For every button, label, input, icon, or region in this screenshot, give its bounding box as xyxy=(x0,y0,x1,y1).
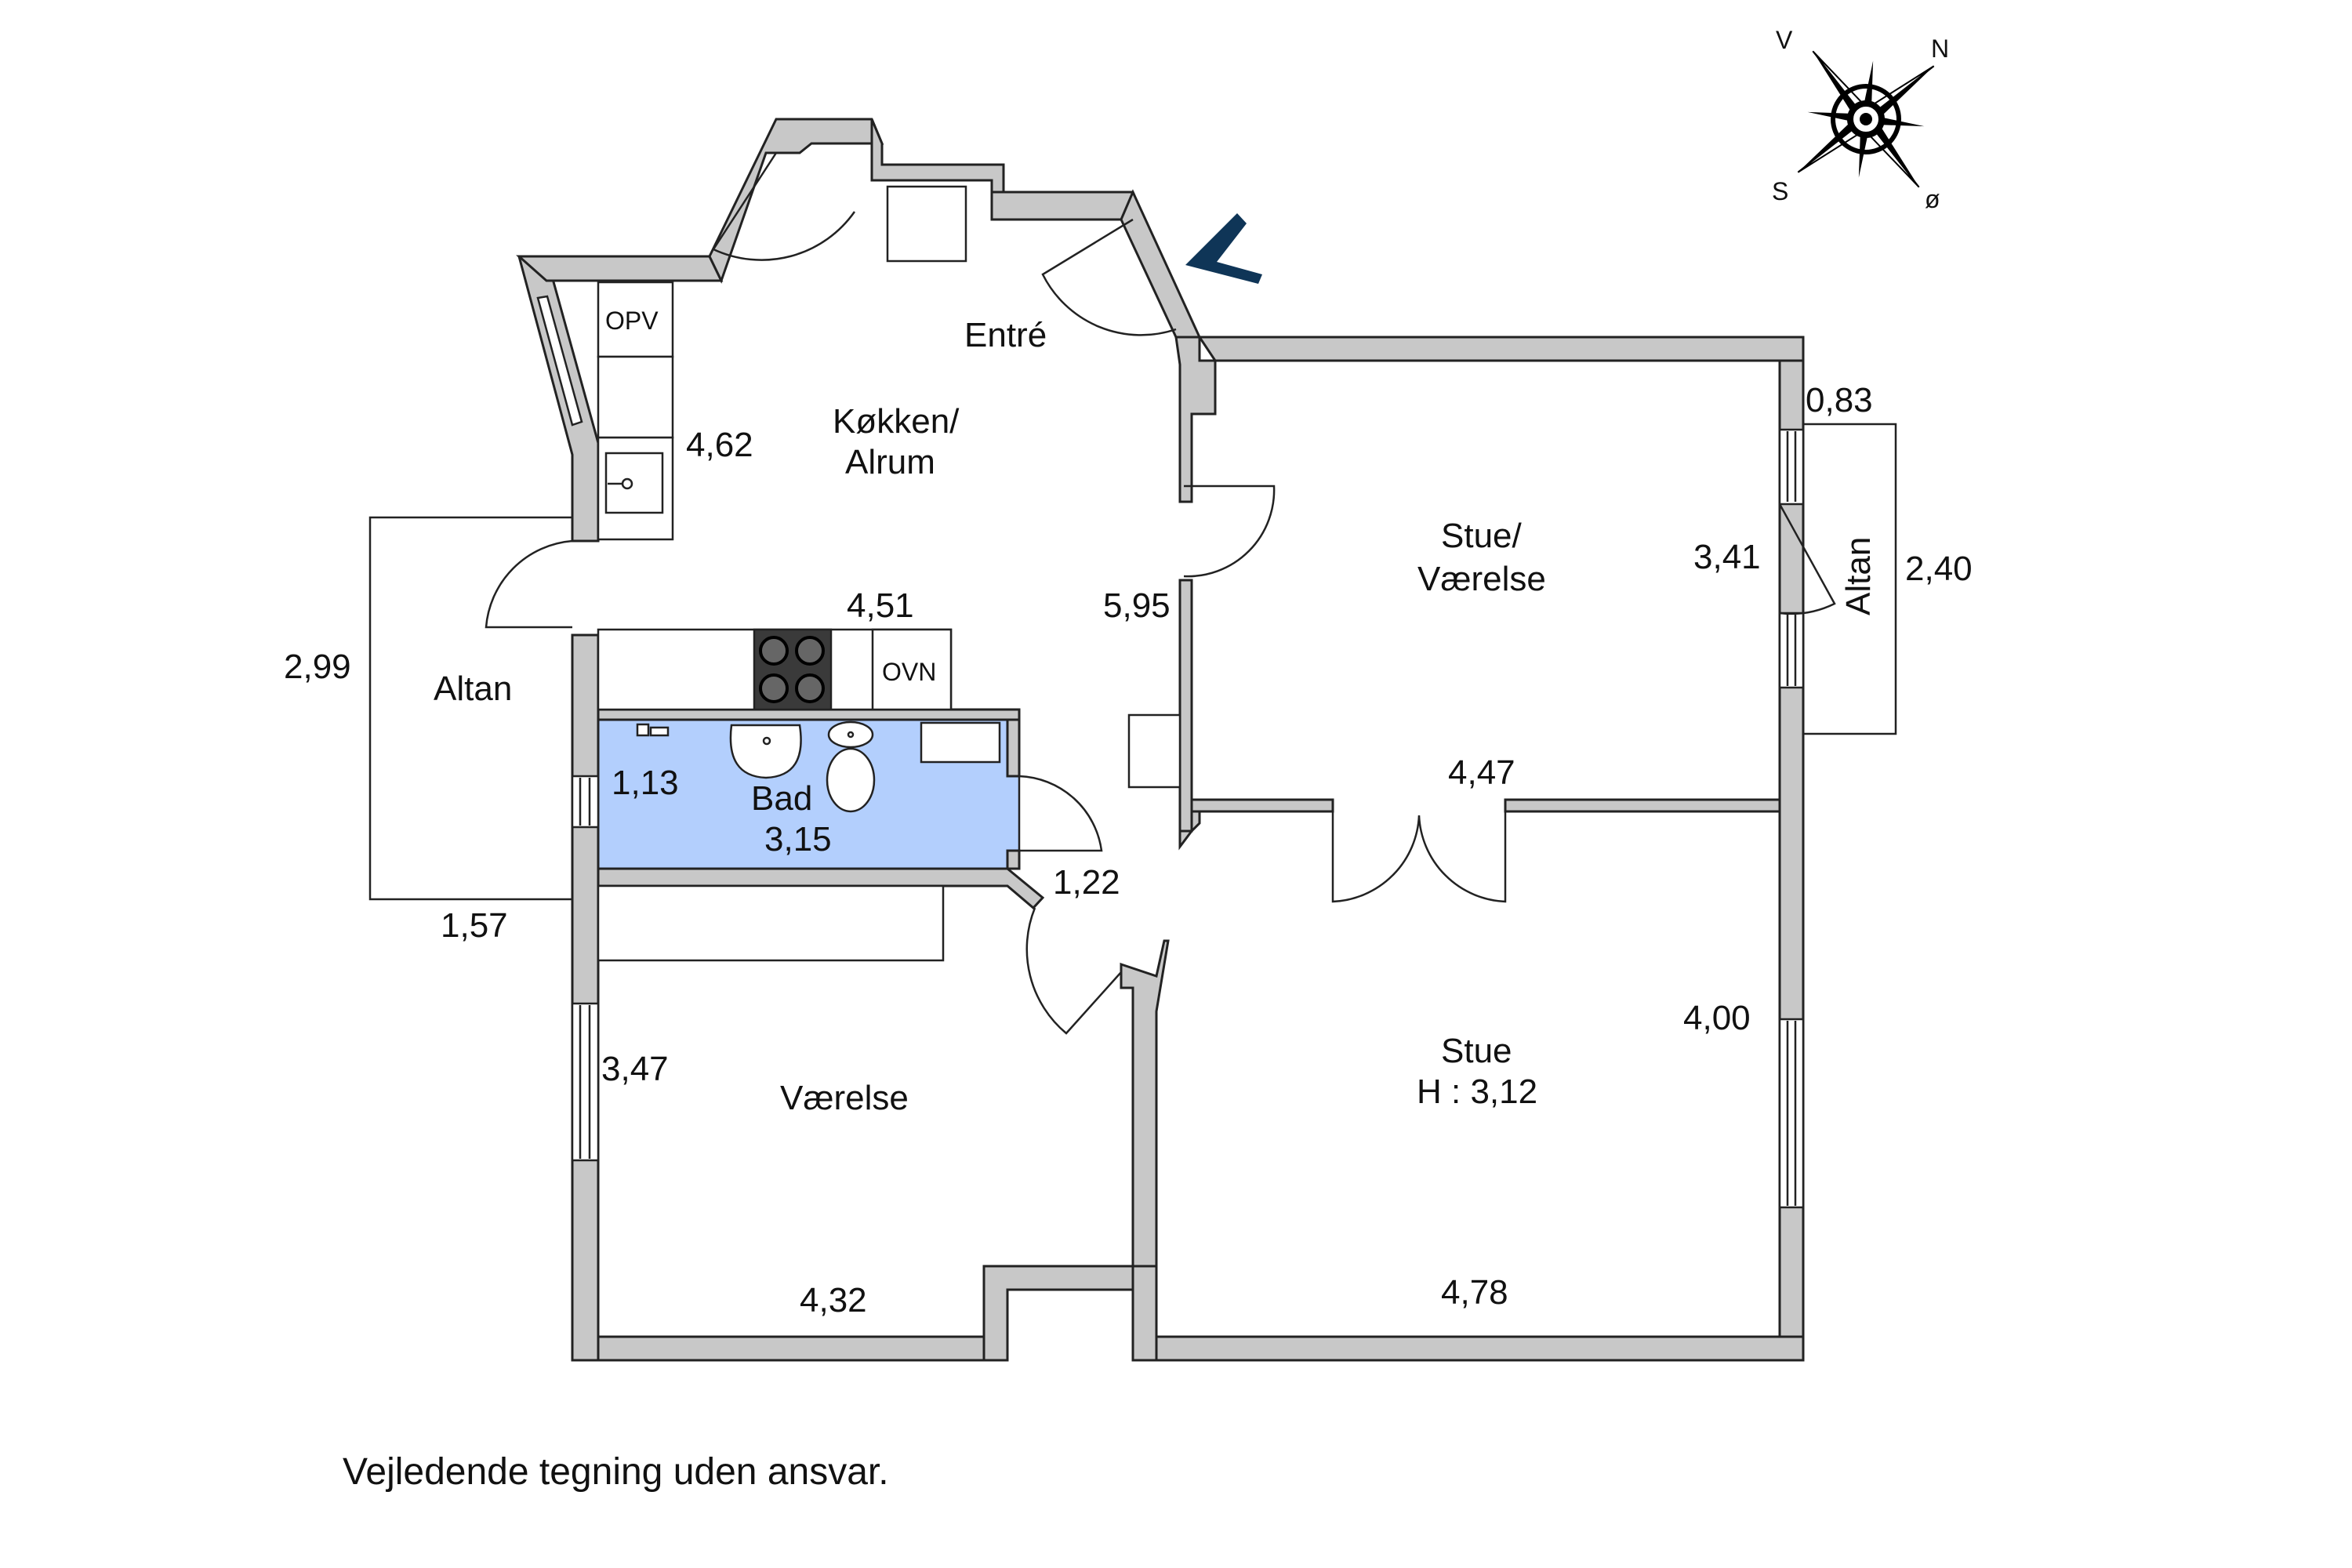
dim-1-57: 1,57 xyxy=(441,906,508,945)
dim-1-13: 1,13 xyxy=(612,764,679,802)
dim-4-62: 4,62 xyxy=(686,426,753,464)
compass-north: N xyxy=(1931,34,1949,63)
compass-east: ø xyxy=(1925,185,1940,213)
dim-4-51: 4,51 xyxy=(847,586,914,625)
balcony-left xyxy=(368,516,572,901)
dim-5-95: 5,95 xyxy=(1103,586,1171,625)
faucet-icon xyxy=(636,723,670,737)
ovn-cabinet xyxy=(871,628,953,711)
room-stue-line2: H : 3,12 xyxy=(1417,1073,1537,1111)
toilet-bowl xyxy=(826,747,876,813)
compass-south: S xyxy=(1772,177,1788,205)
wardrobe xyxy=(597,884,945,962)
cabinet-top xyxy=(886,185,967,263)
sink-drain xyxy=(621,477,633,490)
dim-0-83: 0,83 xyxy=(1806,381,1873,419)
chimney-block xyxy=(1127,713,1181,789)
dim-3-41: 3,41 xyxy=(1693,538,1761,576)
dim-4-47: 4,47 xyxy=(1448,753,1515,792)
compass-rose-icon xyxy=(1797,50,1935,188)
dim-1-22: 1,22 xyxy=(1053,863,1120,902)
room-stue-vaerelse-line1: Stue/ xyxy=(1441,517,1523,555)
room-vaerelse: Værelse xyxy=(780,1079,909,1117)
dim-4-00: 4,00 xyxy=(1683,999,1751,1037)
room-entre: Entré xyxy=(964,316,1047,354)
counter-strip xyxy=(597,355,674,439)
balcony-right xyxy=(1790,423,1897,735)
room-stue-line1: Stue xyxy=(1441,1032,1512,1070)
dim-4-32: 4,32 xyxy=(800,1281,867,1319)
fixture-opv: OPV xyxy=(605,307,659,335)
entrance-arrow-icon xyxy=(1185,213,1262,284)
dim-2-40: 2,40 xyxy=(1905,550,1973,588)
compass-west: V xyxy=(1776,26,1793,54)
room-bad-line2: 3,15 xyxy=(764,820,832,858)
room-kokken-line1: Køkken/ xyxy=(833,402,960,441)
shower-shelf xyxy=(920,721,1001,764)
doors xyxy=(485,152,1836,1035)
opv-cabinet xyxy=(597,281,674,358)
room-altan-right: Altan xyxy=(1839,537,1878,615)
sink-basin xyxy=(604,452,664,514)
dim-4-78: 4,78 xyxy=(1441,1273,1508,1312)
room-altan-left: Altan xyxy=(434,670,512,708)
stove-burners xyxy=(759,636,825,703)
fixture-ovn: OVN xyxy=(882,658,936,686)
disclaimer-text: Vejledende tegning uden ansvar. xyxy=(343,1451,889,1493)
dim-2-99: 2,99 xyxy=(284,648,351,686)
dim-3-47: 3,47 xyxy=(601,1050,669,1088)
windows xyxy=(536,295,1805,1209)
room-bad-line1: Bad xyxy=(751,779,812,818)
room-kokken-line2: Alrum xyxy=(845,443,935,481)
washbasin xyxy=(729,724,802,779)
room-stue-vaerelse-line2: Værelse xyxy=(1417,560,1546,598)
